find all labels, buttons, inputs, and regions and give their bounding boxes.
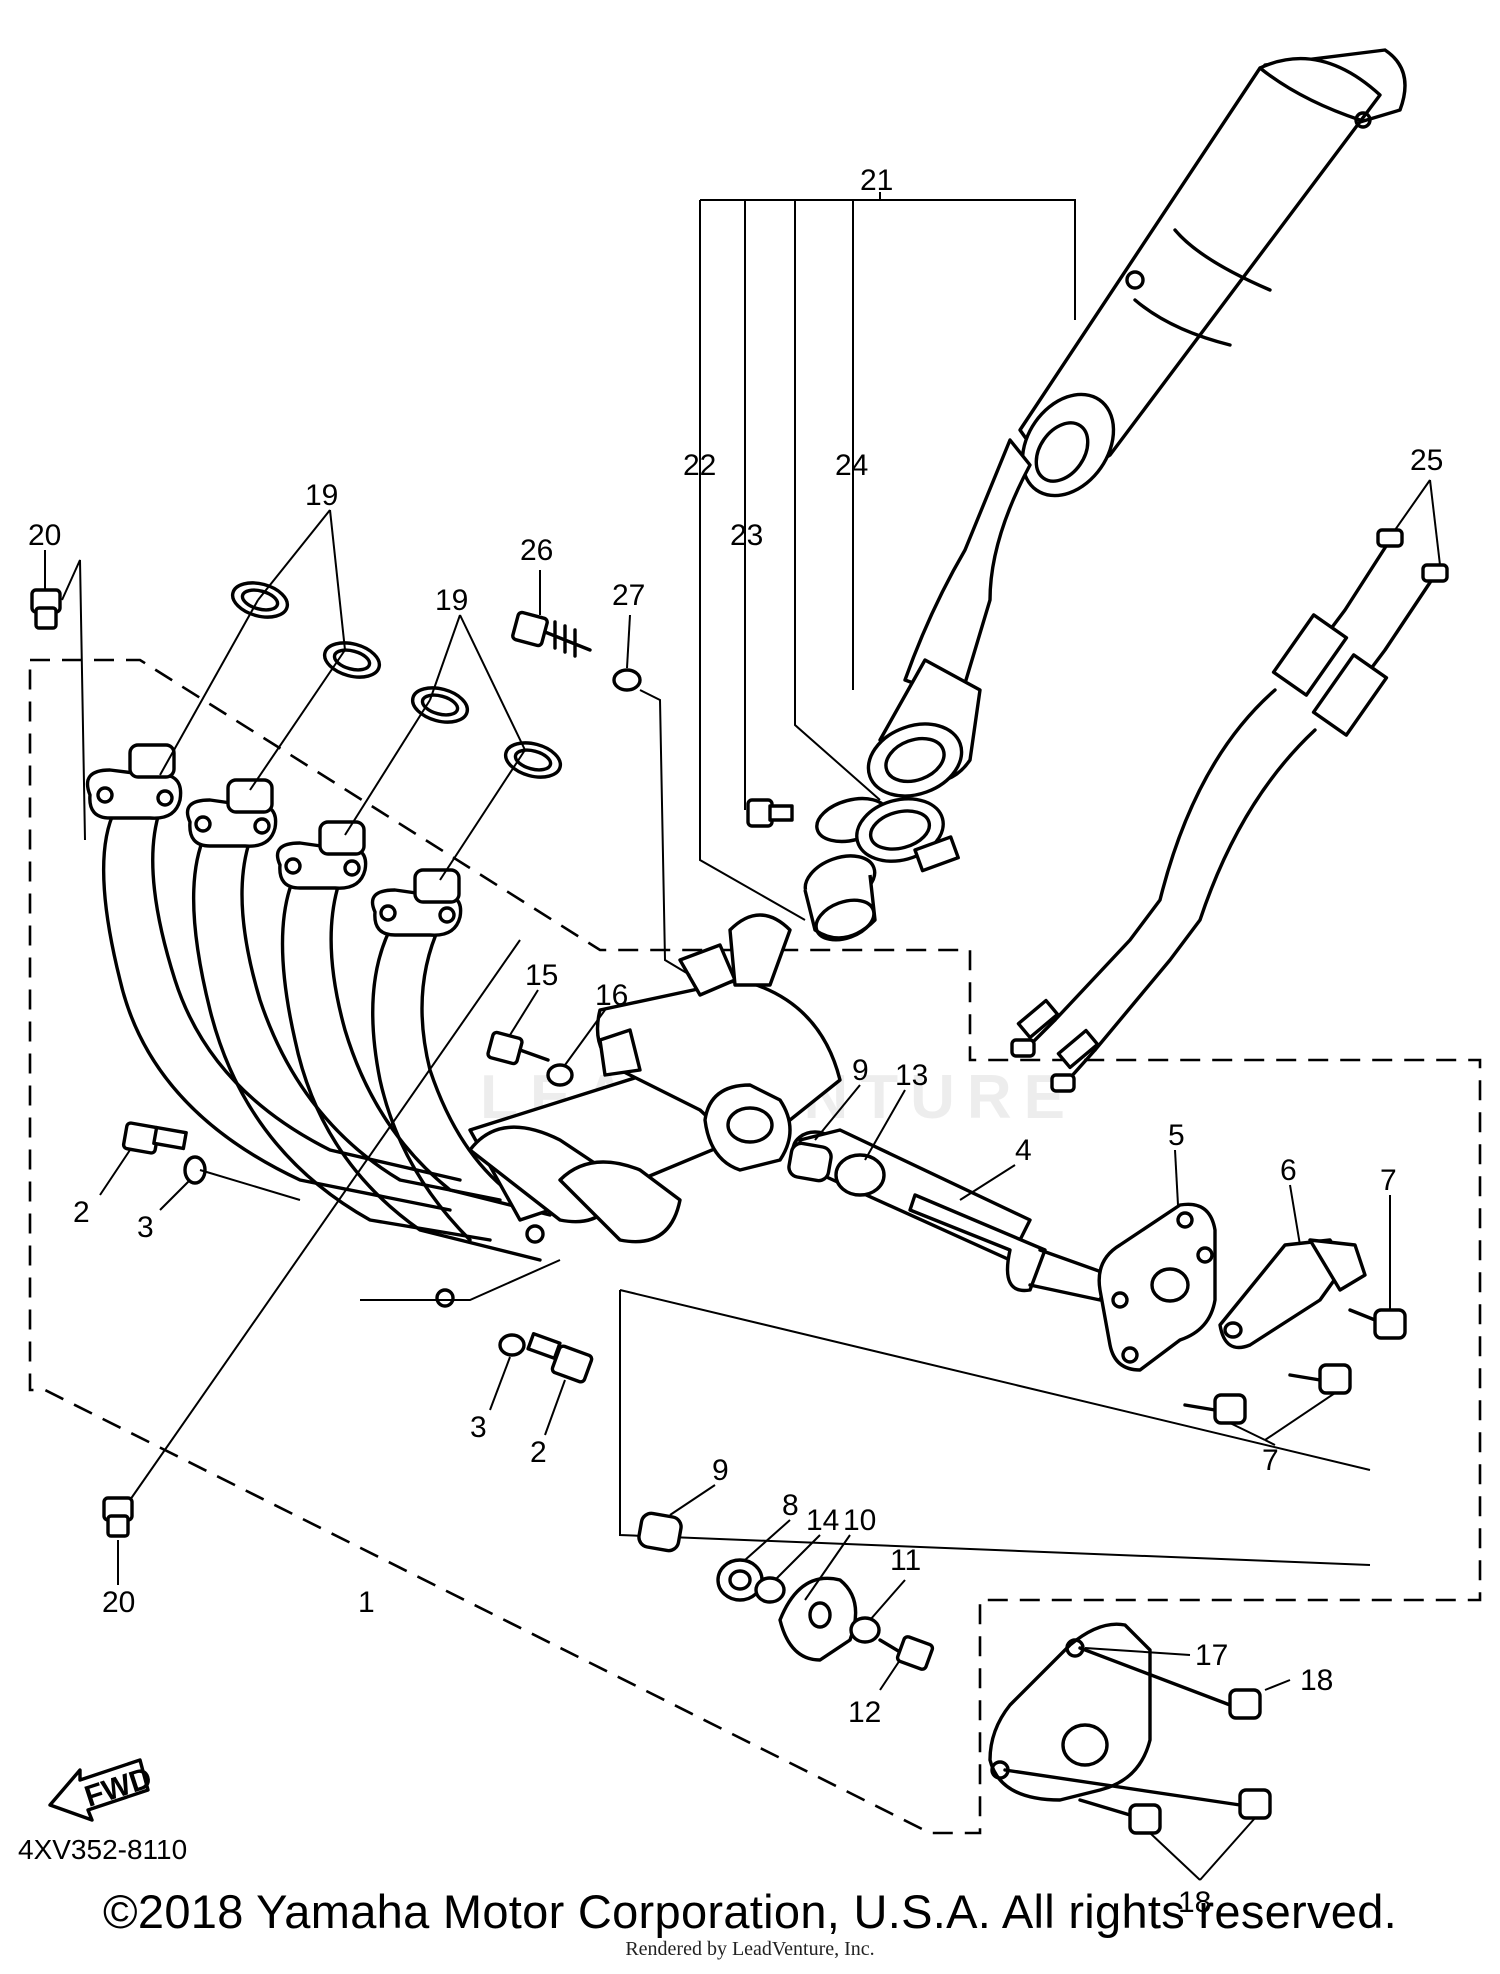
bolt-26 (511, 610, 592, 658)
callout-9-upper: 9 (852, 1054, 869, 1087)
callout-11: 11 (890, 1544, 921, 1577)
bolt-15 (486, 1030, 550, 1066)
bolt-18-a (1078, 1646, 1262, 1720)
bushing-9-upper (787, 1141, 833, 1183)
flange-bolt-right (526, 1331, 594, 1384)
washer-16 (546, 1063, 574, 1087)
throttle-cables (1010, 528, 1449, 1093)
washer-14 (754, 1576, 786, 1604)
diagram-reference-code: 4XV352-8110 (18, 1834, 188, 1865)
callout-23: 23 (730, 519, 763, 552)
callout-10: 10 (843, 1504, 876, 1537)
assembly-boundary-main (28, 658, 1482, 1835)
callout-7-upper: 7 (1380, 1164, 1397, 1197)
callout-19-left: 19 (305, 479, 338, 512)
exhaust-header-pipes (85, 743, 842, 1308)
callout-24: 24 (835, 449, 868, 482)
flange-bolt-left (121, 1121, 188, 1155)
bolt-12 (878, 1635, 935, 1671)
valve-shaft (791, 1128, 1112, 1302)
callout-22: 22 (683, 449, 716, 482)
callout-19-right: 19 (435, 584, 468, 617)
callout-25: 25 (1410, 444, 1443, 477)
callout-13: 13 (895, 1059, 928, 1092)
callout-3-left: 3 (137, 1211, 154, 1244)
callout-6: 6 (1280, 1154, 1297, 1187)
bracket-6 (1218, 1238, 1367, 1350)
forward-arrow: FWD (48, 1758, 156, 1822)
muffler (866, 48, 1407, 798)
cover-plate-5 (1097, 1202, 1217, 1372)
washer-right (498, 1333, 526, 1357)
callout-20-lower: 20 (102, 1586, 135, 1619)
callout-4: 4 (1015, 1134, 1032, 1167)
rendered-by-notice: Rendered by LeadVenture, Inc. (625, 1938, 875, 1960)
washer-11 (849, 1616, 881, 1644)
clamp-bolt-23 (746, 798, 794, 828)
callout-14: 14 (806, 1504, 839, 1537)
sub-assembly-box (619, 1289, 1371, 1566)
seal-13 (834, 1153, 886, 1197)
callout-18-upper: 18 (1300, 1664, 1333, 1697)
bolt-18-b (1003, 1768, 1272, 1820)
bolt-7-lower-a (1288, 1363, 1352, 1395)
callout-12: 12 (848, 1696, 881, 1729)
fwd-label: FWD (81, 1761, 156, 1813)
callout-27: 27 (612, 579, 645, 612)
washer-27 (612, 668, 642, 692)
callout-1: 1 (358, 1586, 375, 1619)
bolt-7-upper (1348, 1308, 1407, 1340)
callout-16: 16 (595, 979, 628, 1012)
callout-20-upper: 20 (28, 519, 61, 552)
callout-9-lower: 9 (712, 1454, 729, 1487)
callout-3-right: 3 (470, 1411, 487, 1444)
cover-17 (988, 1622, 1152, 1802)
bushing-9-lower (637, 1511, 683, 1553)
copyright-notice: ©2018 Yamaha Motor Corporation, U.S.A. A… (102, 1885, 1398, 1938)
callout-8: 8 (782, 1489, 799, 1522)
callout-15: 15 (525, 959, 558, 992)
callout-5: 5 (1168, 1119, 1185, 1152)
callout-18-lower: 18 (1178, 1886, 1211, 1919)
lever-10 (778, 1576, 858, 1662)
gasket-22 (803, 854, 877, 942)
callout-26: 26 (520, 534, 553, 567)
callout-17: 17 (1195, 1639, 1228, 1672)
callout-21: 21 (860, 164, 893, 197)
stud-bolt-upper (30, 588, 62, 630)
callout-7-lower: 7 (1262, 1444, 1279, 1477)
callout-2-left: 2 (73, 1196, 90, 1229)
bolt-7-lower-b (1183, 1393, 1247, 1425)
muffler-clamp-24 (815, 796, 960, 873)
stud-bolt-lower (102, 1496, 134, 1538)
exhaust-gaskets (230, 581, 563, 779)
bolt-18-c (1078, 1798, 1162, 1835)
washer-left (183, 1155, 207, 1185)
callout-2-right: 2 (530, 1436, 547, 1469)
